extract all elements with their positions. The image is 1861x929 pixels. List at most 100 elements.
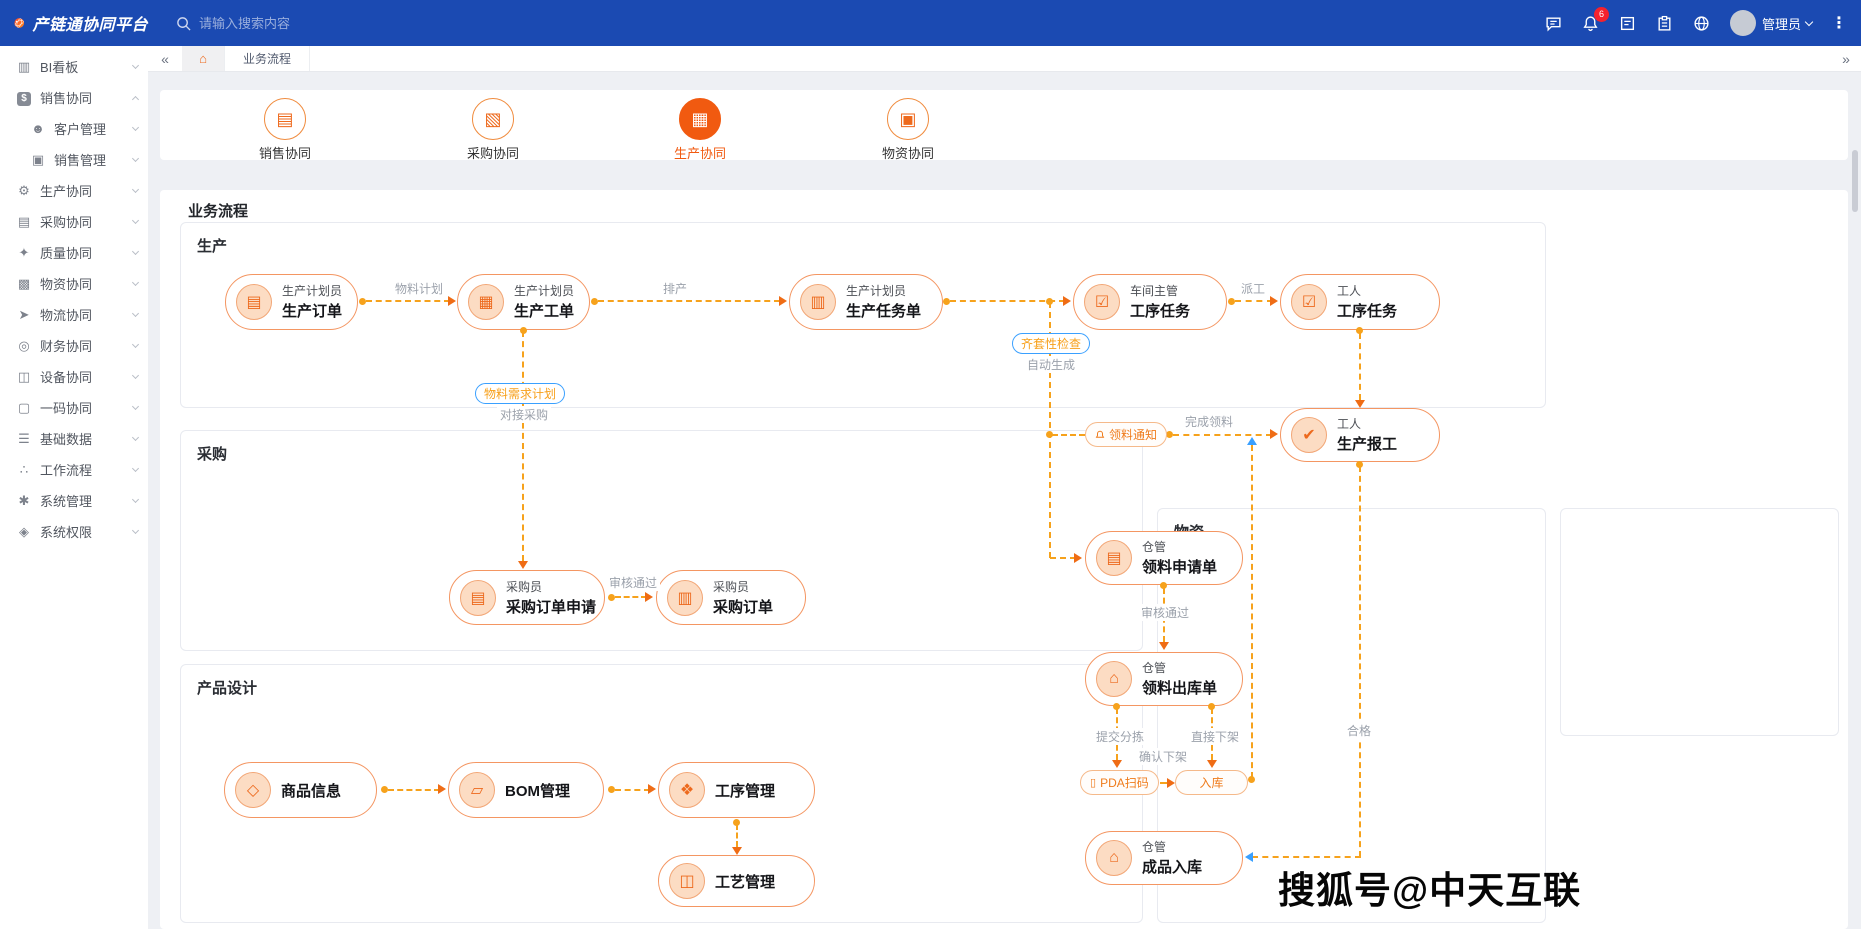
order-document-icon: ▤ [236,284,272,320]
edge-label: 合格 [1344,722,1375,739]
section-purchase: 采购 [180,430,1143,651]
flow-node-process-task-supervisor[interactable]: ☑ 车间主管工序任务 [1073,274,1227,330]
globe-logo-icon [14,18,25,28]
language-globe-icon[interactable] [1693,14,1711,32]
more-vertical-icon[interactable]: ⋮ [1831,15,1847,32]
flow-node-purchase-order[interactable]: ▥ 采购员采购订单 [656,570,806,625]
briefcase-icon: ▣ [31,151,45,167]
message-icon[interactable] [1545,14,1563,32]
sidebar-item-onecode-collab[interactable]: ▢一码协同 [0,392,148,423]
tag-icon: ◇ [235,772,271,808]
sidebar-item-purchase-collab[interactable]: ▤采购协同 [0,206,148,237]
flow-node-purchase-order-request[interactable]: ▤ 采购员采购订单申请 [449,570,605,625]
form-icon[interactable] [1619,14,1637,32]
document-icon: ▤ [17,213,31,229]
box-icon: ▩ [17,275,31,291]
app-title: 产链通协同平台 [32,17,148,34]
sidebar-item-quality-collab[interactable]: ✦质量协同 [0,237,148,268]
home-icon: ⌂ [199,51,207,66]
sidebar-item-sales-mgmt[interactable]: ▣销售管理 [0,144,148,175]
warehouse-icon: ⌂ [1096,840,1132,876]
flow-node-picking-outbound[interactable]: ⌂ 仓管领料出库单 [1085,652,1243,706]
edge-label: 对接采购 [497,406,552,423]
flow-node-picking-request[interactable]: ▤ 仓管领料申请单 [1085,531,1243,585]
edge-label: 确认下架 [1136,748,1191,765]
search-input[interactable] [199,15,439,31]
edge-label: 直接下架 [1188,728,1243,745]
quicknav-material[interactable]: ▣ 物资协同 [848,98,968,162]
sidebar-item-sales-collab[interactable]: $销售协同 [0,82,148,113]
request-document-icon: ▤ [1096,540,1132,576]
flow-node-product-info[interactable]: ◇ 商品信息 [224,762,377,818]
flow-node-craft-mgmt[interactable]: ◫ 工艺管理 [658,855,815,907]
watermark: 搜狐号@中天互联 [1278,870,1582,911]
sidebar-item-bi-dashboard[interactable]: ▥BI看板 [0,51,148,82]
sidebar-item-system-permission[interactable]: ◈系统权限 [0,516,148,547]
flow-node-process-task-worker[interactable]: ☑ 工人工序任务 [1280,274,1440,330]
purchase-hand-icon: ▧ [472,98,514,140]
tab-business-process[interactable]: 业务流程 [224,46,311,71]
expand-tabs-icon[interactable]: » [1842,50,1850,67]
checklist-icon: ☑ [1084,284,1120,320]
notification-bell-icon[interactable]: 6 [1582,7,1609,32]
flow-node-finished-goods-inbound[interactable]: ⌂ 仓管成品入库 [1085,831,1243,885]
edge-label: 排产 [660,280,691,297]
top-header: 产链通协同平台 6 管理员 ⋮ [0,0,1861,46]
flow-node-production-report[interactable]: ✔ 工人生产报工 [1280,408,1440,462]
tag-material-requirement-plan: 物料需求计划 [475,383,566,404]
flow-node-pda-scan[interactable]: ▯ PDA扫码 [1080,770,1159,795]
check-icon: ✔ [1291,417,1327,453]
sidebar-item-production-collab[interactable]: ⚙生产协同 [0,175,148,206]
settings-icon: ✱ [18,492,30,508]
tag-picking-notice[interactable]: 领料通知 [1085,422,1168,447]
list-icon: ☰ [18,430,30,446]
flow-node-process-mgmt[interactable]: ❖ 工序管理 [658,762,815,818]
flow-node-inbound[interactable]: 入库 [1175,770,1248,795]
clipboard-icon[interactable] [1656,14,1674,32]
folder-icon: ▱ [459,772,495,808]
collapse-sidebar-icon[interactable]: « [161,50,169,67]
app-logo: 产链通协同平台 [0,10,148,36]
sidebar-item-customer-mgmt[interactable]: ☻客户管理 [0,113,148,144]
sidebar: ▥BI看板 $销售协同 ☻客户管理 ▣销售管理 ⚙生产协同 ▤采购协同 ✦质量协… [0,46,148,929]
quicknav-production[interactable]: ▦ 生产协同 [640,98,760,162]
spark-icon: ✦ [18,244,30,260]
craft-icon: ◫ [669,863,705,899]
gear-icon: ⚙ [18,182,30,198]
flow-node-production-order[interactable]: ▤ 生产计划员生产订单 [225,274,358,330]
notification-badge: 6 [1593,7,1609,22]
task-document-icon: ▥ [800,284,836,320]
module-quick-nav: ▤ 销售协同 ▧ 采购协同 ▦ 生产协同 ▣ 物资协同 [160,90,1848,162]
section-empty [1560,508,1839,736]
shield-icon: ◈ [19,523,29,539]
person-icon: ☻ [31,121,45,136]
quicknav-sales[interactable]: ▤ 销售协同 [225,98,345,162]
coin-icon: ◎ [18,337,30,353]
sidebar-item-logistics-collab[interactable]: ➤物流协同 [0,299,148,330]
flow-node-work-order[interactable]: ▦ 生产计划员生产工单 [457,274,590,330]
edge-label: 审核通过 [606,574,661,591]
card-icon: ▢ [17,399,31,415]
tab-bar: « ⌂ 业务流程 » [148,46,1861,72]
flow-node-task-order[interactable]: ▥ 生产计划员生产任务单 [789,274,943,330]
sidebar-item-equipment-collab[interactable]: ◫设备协同 [0,361,148,392]
tab-home[interactable]: ⌂ [182,46,224,71]
sidebar-item-workflow[interactable]: ∴工作流程 [0,454,148,485]
sidebar-item-base-data[interactable]: ☰基础数据 [0,423,148,454]
machine-icon: ◫ [17,368,31,384]
vertical-scrollbar[interactable] [1852,150,1858,212]
search-icon [177,16,191,31]
calendar-icon: ▦ [468,284,504,320]
sidebar-item-system-mgmt[interactable]: ✱系统管理 [0,485,148,516]
global-search[interactable] [176,15,439,31]
flow-node-bom-mgmt[interactable]: ▱ BOM管理 [448,762,604,818]
edge-label: 审核通过 [1138,604,1193,621]
user-menu[interactable]: 管理员 [1729,10,1814,36]
business-process-panel: 业务流程 生产 采购 产品设计 物资 物料计划 排产 派工 齐套性检查 自动生成… [160,190,1848,929]
sidebar-item-material-collab[interactable]: ▩物资协同 [0,268,148,299]
user-name: 管理员 [1761,16,1801,32]
quicknav-purchase[interactable]: ▧ 采购协同 [433,98,553,162]
truck-icon: ➤ [18,306,30,322]
warehouse-icon: ⌂ [1096,661,1132,697]
sidebar-item-finance-collab[interactable]: ◎财务协同 [0,330,148,361]
